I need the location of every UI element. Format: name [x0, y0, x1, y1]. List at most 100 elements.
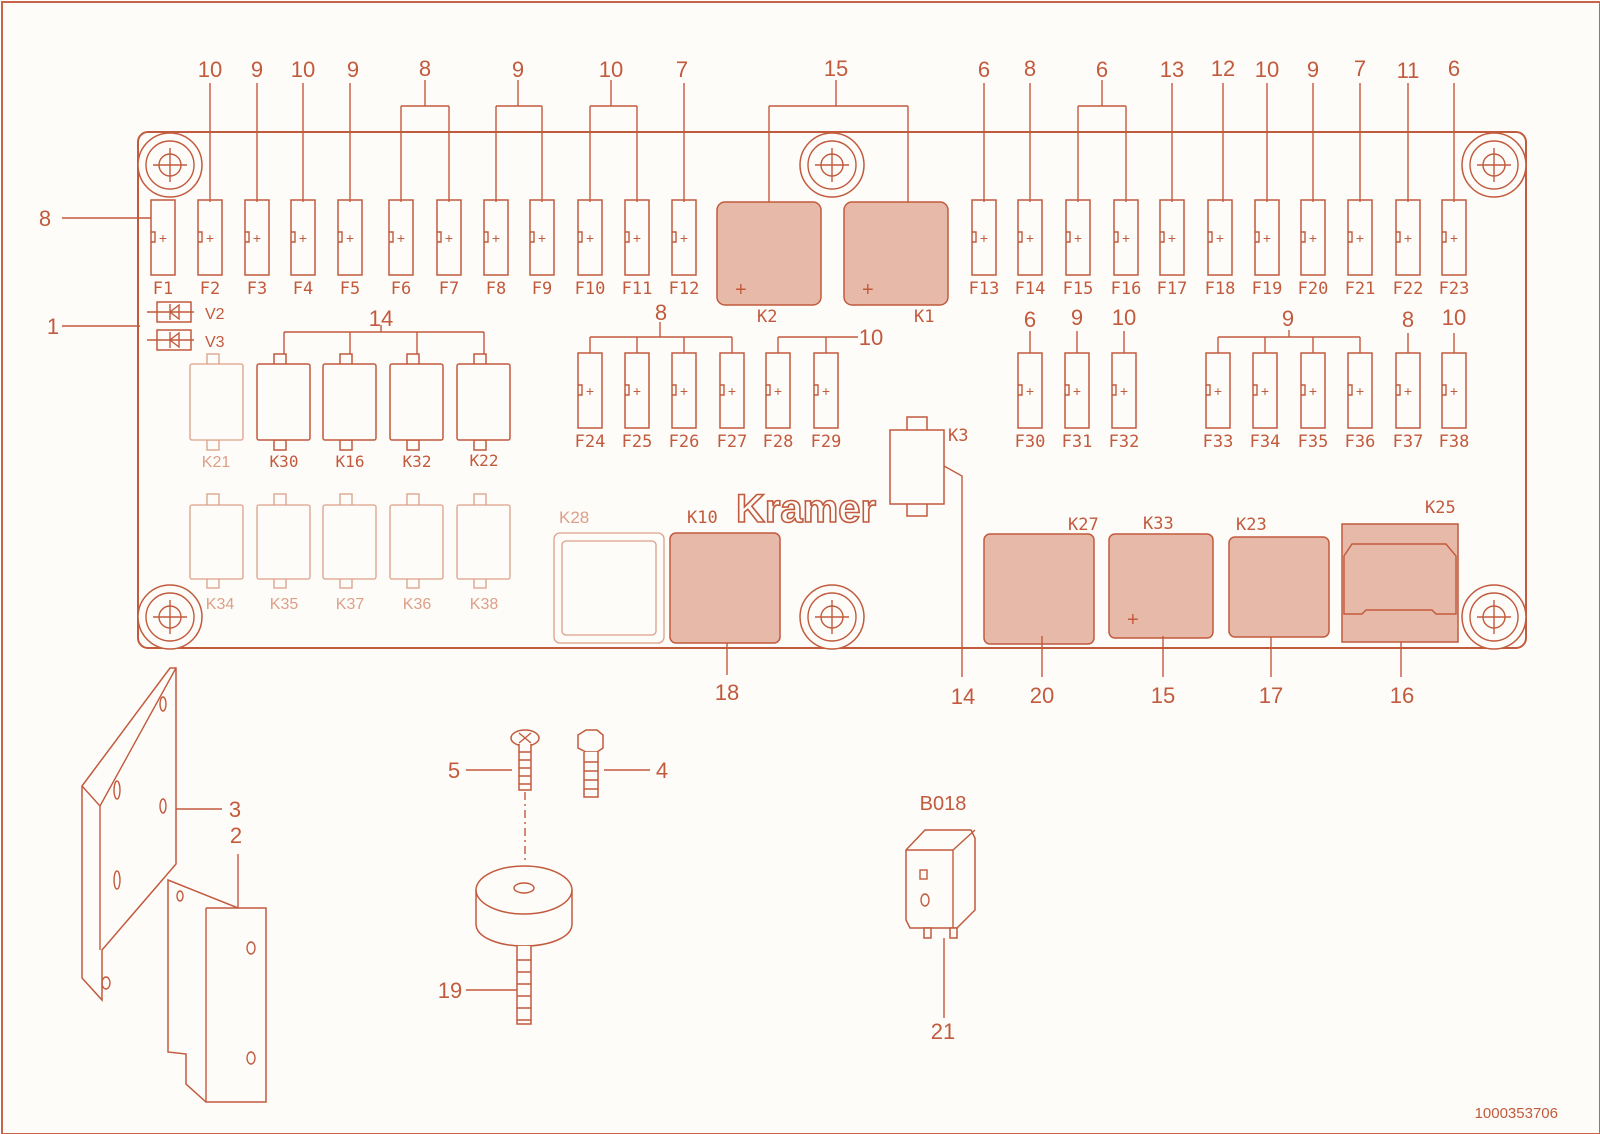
part-label-b018: B018: [920, 793, 967, 815]
svg-text:+: +: [1309, 230, 1317, 246]
callout-label: 10: [599, 57, 623, 82]
fuse-f26: +F26: [669, 352, 699, 452]
svg-text:+: +: [1263, 230, 1271, 246]
svg-text:+: +: [862, 279, 874, 301]
fuse-label: F17: [1157, 279, 1188, 299]
fuse-label: F6: [391, 279, 411, 299]
svg-text:+: +: [728, 383, 736, 399]
fuse-label: F3: [247, 279, 267, 299]
svg-text:+: +: [980, 230, 988, 246]
relay-label-k32: K32: [403, 452, 432, 471]
callout-label: 15: [1151, 683, 1175, 708]
relay-label-k38: K38: [470, 596, 499, 613]
screw-icon: 5: [448, 729, 540, 862]
svg-text:+: +: [1356, 230, 1364, 246]
fuse-label: F15: [1063, 279, 1094, 299]
fuse-label: F23: [1439, 279, 1470, 299]
relay-k10: K10: [669, 508, 781, 644]
callout-label: 10: [1442, 305, 1466, 330]
callout-label: 8: [419, 56, 431, 81]
diode-v2: V2: [147, 301, 225, 323]
callout-label: 18: [715, 680, 739, 705]
fuse-label: F22: [1393, 279, 1424, 299]
callout-label: 7: [1354, 56, 1366, 81]
callout-label: 20: [1030, 683, 1054, 708]
fuse-f23: + F23: [1439, 199, 1470, 299]
fuse-f11: + F11: [622, 199, 653, 299]
svg-text:+: +: [1261, 383, 1269, 399]
callouts-top: 10 9 10 9 8 9 10 7 15 6 8 6 13 12 10 9 7…: [198, 56, 1460, 202]
relay-label-k1: K1: [914, 307, 934, 327]
svg-text:+: +: [397, 230, 405, 246]
fuse-label: F16: [1111, 279, 1142, 299]
svg-text:+: +: [822, 383, 830, 399]
fuse-label: F4: [293, 279, 313, 299]
relay-label-k34: K34: [206, 596, 235, 613]
fuse-f29: +F29: [811, 352, 841, 452]
fuse-label: F10: [575, 279, 606, 299]
fuse-f20: +F20: [1298, 199, 1328, 299]
fuse-f31: +F31: [1062, 352, 1092, 452]
fuse-label: F14: [1015, 279, 1046, 299]
callout-label: 10: [859, 325, 883, 350]
bracket-small-icon: 2: [167, 823, 267, 1103]
fuse-label: F21: [1345, 279, 1376, 299]
svg-text:+: +: [1073, 383, 1081, 399]
svg-text:+: +: [633, 230, 641, 246]
fuse-f15: +F15: [1063, 199, 1094, 299]
mounting-holes: [137, 132, 1527, 650]
svg-text:+: +: [1168, 230, 1176, 246]
svg-text:+: +: [1356, 383, 1364, 399]
mounting-hole-icon: [799, 132, 865, 198]
svg-text:+: +: [1450, 230, 1458, 246]
svg-text:+: +: [346, 230, 354, 246]
callout-label: 6: [978, 57, 990, 82]
callout-label: 6: [1448, 56, 1460, 81]
fuse-label: F9: [532, 279, 552, 299]
callout-label: 2: [230, 823, 242, 848]
fuse-f7: +F7: [436, 199, 462, 299]
mounting-hole-icon: [137, 132, 203, 198]
svg-text:+: +: [680, 383, 688, 399]
fuse-f5: +F5: [337, 199, 363, 299]
callout-label: 21: [931, 1019, 955, 1044]
svg-text:+: +: [253, 230, 261, 246]
svg-text:+: +: [1026, 383, 1034, 399]
fuse-label: F11: [622, 279, 653, 299]
fuse-f24: +F24: [575, 352, 605, 452]
fuse-label: F2: [200, 279, 220, 299]
callout-label: 10: [1255, 57, 1279, 82]
mounting-hole-icon: [1461, 132, 1527, 198]
svg-text:+: +: [586, 383, 594, 399]
relay-label-k28: K28: [559, 508, 589, 527]
relay-label-k35: K35: [270, 596, 299, 613]
fuse-label: F34: [1250, 432, 1281, 452]
mounting-hole-icon: [1461, 584, 1527, 650]
fuse-f1: +F1: [150, 199, 176, 299]
rubber-mount-icon: 19: [438, 865, 573, 1025]
fuse-f30: +F30: [1015, 352, 1045, 452]
fuse-label: F19: [1252, 279, 1283, 299]
fuse-label: F12: [669, 279, 700, 299]
relay-label-k10: K10: [687, 508, 718, 528]
fuse-f25: +F25: [622, 352, 652, 452]
relay-k2: + K2: [716, 201, 822, 327]
fuse-f6: + F6: [388, 199, 414, 299]
svg-text:+: +: [206, 230, 214, 246]
diode-v3: V3: [147, 329, 225, 351]
fuse-f16: +F16: [1111, 199, 1142, 299]
small-relay-k30: K30: [256, 353, 311, 471]
small-relay-k35: K35: [256, 493, 311, 613]
callout-label: 6: [1096, 57, 1108, 82]
svg-text:+: +: [538, 230, 546, 246]
svg-text:+: +: [1404, 383, 1412, 399]
fuse-f14: +F14: [1015, 199, 1046, 299]
small-relay-k36: K36: [389, 493, 444, 613]
callout-label: 9: [1307, 57, 1319, 82]
svg-text:+: +: [1214, 383, 1222, 399]
fuse-group: +F1+F2+F3+F4+F5+F6+F7+F8+F9+F10+F11+F12+…: [150, 199, 1470, 452]
callout-label: 14: [951, 684, 975, 709]
svg-text:+: +: [299, 230, 307, 246]
relay-label-k30: K30: [270, 452, 299, 471]
svg-text:+: +: [1216, 230, 1224, 246]
